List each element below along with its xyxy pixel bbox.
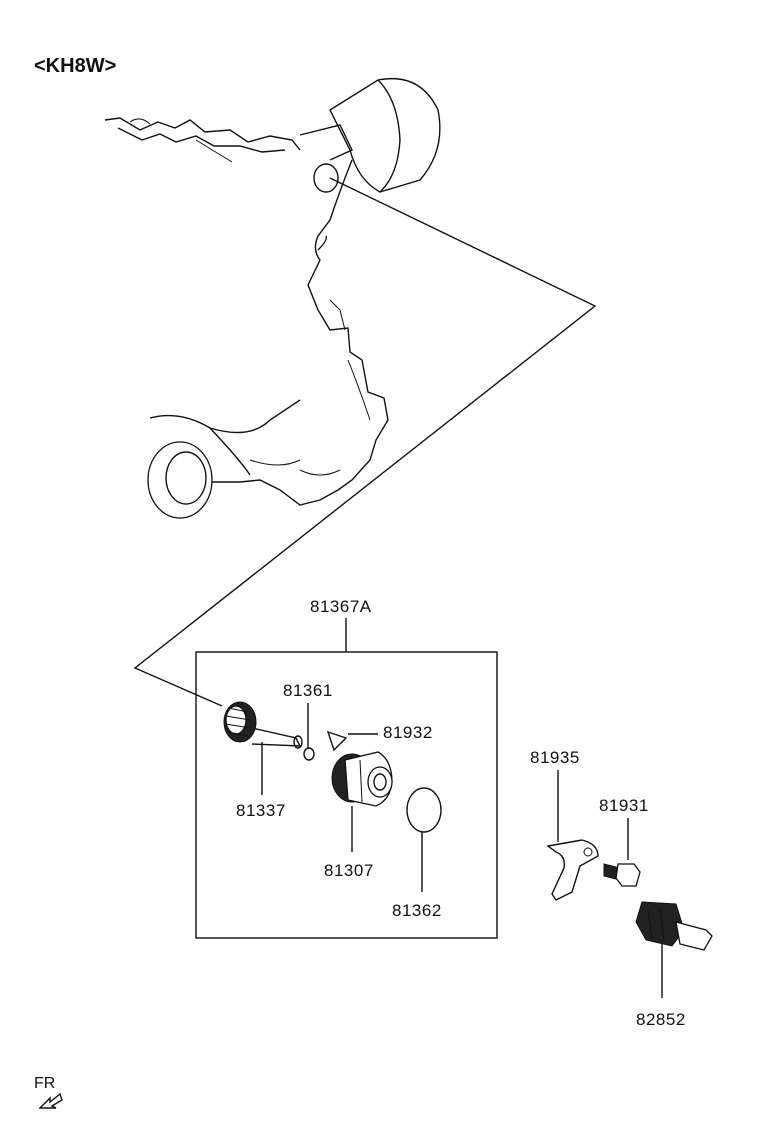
callout-81362: 81362 <box>392 901 442 920</box>
driven-gear-part <box>223 701 303 749</box>
pin-part <box>326 730 348 752</box>
callout-81337: 81337 <box>236 801 286 820</box>
callout-81932: 81932 <box>383 723 433 742</box>
callout-81931: 81931 <box>599 796 649 815</box>
clamp-plate-part <box>546 839 599 901</box>
transmission-housing-illustration <box>104 78 441 519</box>
callout-81935: 81935 <box>530 748 580 767</box>
assembly-box <box>195 651 498 939</box>
model-code-title: <KH8W> <box>34 55 116 77</box>
arrow-fr-icon <box>38 1092 63 1109</box>
callout-81367A: 81367A <box>310 597 372 616</box>
callout-82852: 82852 <box>636 1010 686 1029</box>
callout-81361: 81361 <box>283 681 333 700</box>
assembly-leader-line <box>133 177 597 707</box>
callout-81307: 81307 <box>324 861 374 880</box>
bolt-part <box>603 863 641 887</box>
fr-label: FR <box>34 1075 55 1092</box>
sleeve-part <box>331 751 393 807</box>
large-oring-part <box>406 787 442 833</box>
small-oring-part <box>303 747 315 761</box>
speed-sensor-part <box>635 901 713 951</box>
